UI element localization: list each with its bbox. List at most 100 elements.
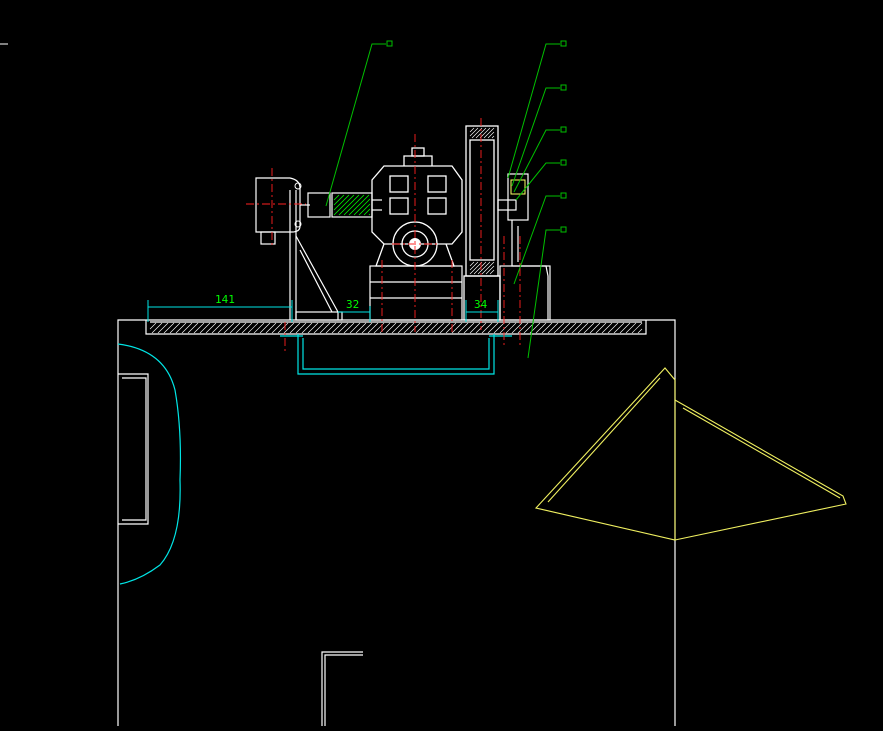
plate-hatch-line-36 — [361, 322, 373, 334]
motor-housing — [255, 177, 301, 233]
plate-hatch-line-43 — [403, 322, 415, 334]
plate-hatch-line-50 — [445, 322, 457, 334]
plate-hatch-line-47 — [427, 322, 439, 334]
gearbox-rib-3 — [389, 197, 409, 215]
plate-hatch-line-1 — [151, 322, 163, 334]
plate-hatch-line-3 — [163, 322, 175, 334]
plate-hatch-line-19 — [259, 322, 271, 334]
right-shaft — [497, 199, 517, 211]
drum-hatch — [469, 127, 495, 275]
plate-hatch-line-15 — [235, 322, 247, 334]
plate-hatch-line-38 — [373, 322, 385, 334]
left-door-inner — [122, 377, 147, 521]
coupling-hatch-line-6 — [348, 194, 370, 216]
bracket-foot — [295, 311, 343, 321]
hopper — [280, 334, 512, 375]
plate-hatch-line-32 — [337, 322, 349, 334]
plate-hatch-line-34 — [349, 322, 361, 334]
hopper-inner — [302, 338, 490, 370]
plate-hatch-line-5 — [175, 322, 187, 334]
inner-partition — [321, 651, 363, 726]
motor — [255, 177, 310, 245]
plate-hatch-line-45 — [415, 322, 427, 334]
plate-hatch-line-12 — [217, 322, 229, 334]
plate-hatch-line-9 — [199, 322, 211, 334]
plate-hatch-line-0 — [149, 322, 157, 330]
plate-hatch-line-80 — [625, 322, 637, 334]
plate-hatch-line-20 — [265, 322, 277, 334]
drum-hatch-top-6 — [487, 131, 495, 139]
plate-hatch-line-28 — [313, 322, 325, 334]
gearbox-top-cap — [403, 155, 433, 166]
bracket-gusset-inner — [299, 249, 333, 313]
coupling-left — [307, 192, 331, 218]
plate-hatch-line-35 — [355, 322, 367, 334]
bearing-housing — [507, 173, 529, 221]
plate-hatch-line-67 — [547, 322, 559, 334]
drum-hatch-bottom-5 — [481, 261, 495, 275]
frame-outline — [117, 319, 676, 726]
coupling-hatch-line-2 — [333, 194, 350, 211]
plate-hatch-line-8 — [193, 322, 205, 334]
plate-hatch-line-61 — [511, 322, 523, 334]
plate-hatch-line-39 — [379, 322, 391, 334]
motor-mount-hole-bottom — [294, 220, 302, 228]
inner-partition-b — [324, 654, 363, 726]
drum-hatch-bottom-6 — [485, 265, 495, 275]
plate-hatch-line-68 — [553, 322, 565, 334]
drum-hatch-top-4 — [479, 127, 491, 139]
plate-hatch-line-75 — [595, 322, 607, 334]
plate-hatch-line-72 — [577, 322, 589, 334]
coupling-hatch-line-10 — [368, 213, 371, 216]
plate-hatch-line-4 — [169, 322, 181, 334]
gearbox-breather — [411, 147, 425, 157]
leader-motor-coupling — [325, 43, 386, 207]
gearbox-rib-2 — [427, 175, 447, 193]
plate-hatch-line-10 — [205, 322, 217, 334]
bracket-gusset — [295, 235, 339, 320]
plate-hatch-line-71 — [571, 322, 583, 334]
dim-34-label: 34 — [474, 298, 488, 311]
coupling-shaft — [307, 192, 382, 218]
coupling-hatch-line-3 — [333, 194, 355, 216]
plate-hatch-line-31 — [331, 322, 343, 334]
motor-bracket — [289, 190, 343, 321]
plate-hatch-line-7 — [187, 322, 199, 334]
plate-hatch-line-22 — [277, 322, 289, 334]
leader-marker-6 — [560, 226, 567, 233]
dim-32-label: 32 — [346, 298, 359, 311]
drum-hatch-top-7 — [491, 135, 495, 139]
plate-hatch-line-54 — [469, 322, 481, 334]
coupling-hatch-line-5 — [343, 194, 365, 216]
top-plate-hatch — [149, 322, 643, 334]
plate-hatch-line-73 — [583, 322, 595, 334]
drum-hatch-top-2 — [471, 127, 483, 139]
right-bearing — [497, 173, 551, 321]
plate-hatch-line-76 — [601, 322, 613, 334]
leader-6 — [527, 229, 560, 359]
leader-marker-3 — [560, 126, 567, 133]
coupling-hatch-line-9 — [363, 208, 371, 216]
drum-outer — [465, 125, 499, 277]
plate-hatch-line-58 — [493, 322, 505, 334]
plate-hatch-line-51 — [451, 322, 463, 334]
leader-marker-5 — [560, 192, 567, 199]
bearing-foot — [499, 265, 551, 321]
plate-hatch-line-81 — [631, 322, 643, 334]
left-door — [118, 373, 149, 525]
plate-hatch-line-74 — [589, 322, 601, 334]
plate-hatch-line-13 — [223, 322, 235, 334]
dim-141-label: 141 — [215, 293, 235, 306]
hopper-outline — [297, 334, 495, 375]
leader-3 — [513, 129, 560, 193]
plate-hatch-line-49 — [439, 322, 451, 334]
plate-hatch-line-37 — [367, 322, 379, 334]
plate-hatch-line-62 — [517, 322, 529, 334]
drum-hatch-top-3 — [475, 127, 487, 139]
plate-hatch-line-23 — [283, 322, 295, 334]
coupling-hatch-line-1 — [333, 194, 345, 206]
top-plate — [145, 320, 647, 335]
drum-hatch-bottom-4 — [477, 261, 491, 275]
leader-lines — [325, 43, 560, 359]
